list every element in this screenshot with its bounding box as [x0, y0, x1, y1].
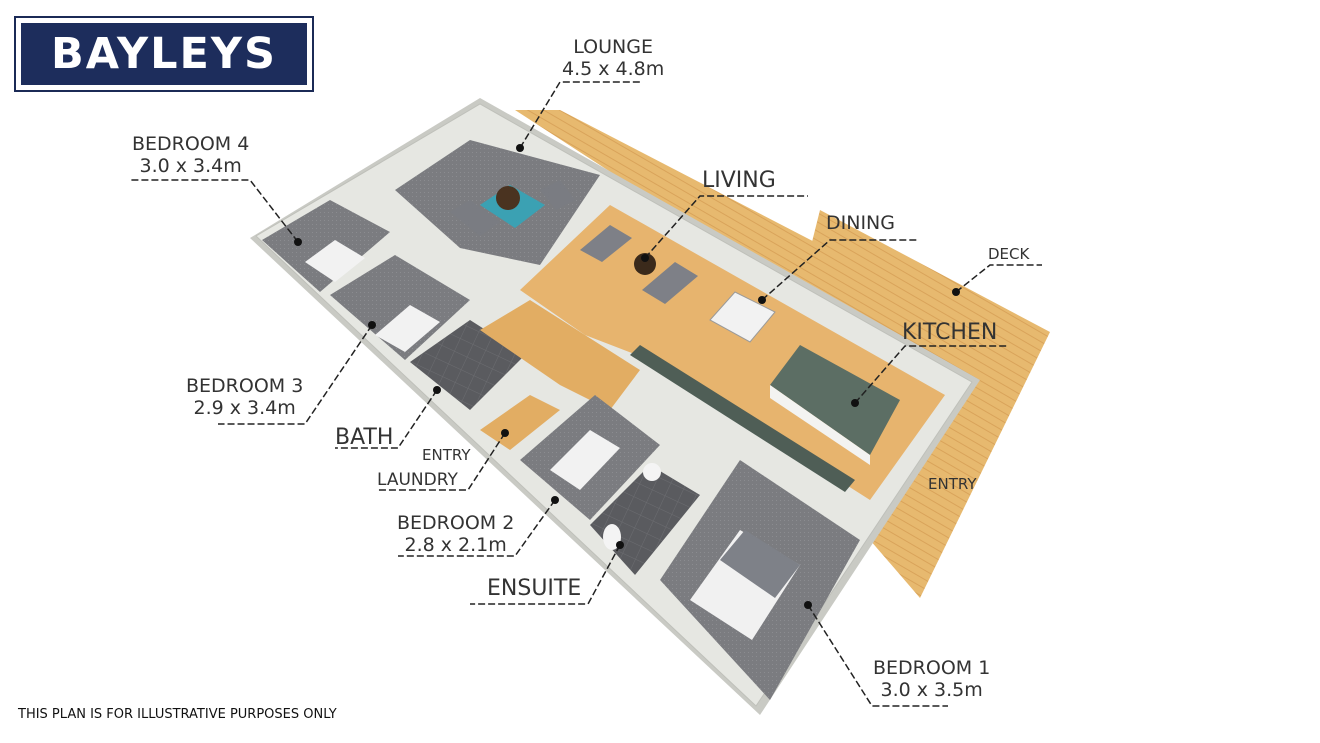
leader-lounge — [519, 81, 640, 149]
logo-panel: BAYLEYS — [21, 23, 307, 85]
bedroom-2-bed — [550, 430, 620, 490]
label-bedroom-1: BEDROOM 1 3.0 x 3.5m — [873, 657, 990, 701]
lounge-name: LOUNGE — [573, 36, 653, 58]
label-bath: BATH — [335, 425, 394, 450]
label-laundry: LAUNDRY — [377, 470, 458, 490]
bedroom-2-name: BEDROOM 2 — [397, 512, 515, 534]
label-bedroom-4: BEDROOM 4 3.0 x 3.4m — [132, 133, 249, 177]
leader-lines — [130, 81, 1042, 707]
dining-table — [709, 291, 776, 343]
bedroom-1-name: BEDROOM 1 — [873, 657, 991, 679]
leader-bedroom-1 — [807, 604, 948, 707]
leader-dining — [761, 239, 918, 301]
bedroom-4-dims: 3.0 x 3.4m — [139, 155, 242, 177]
hallway-floor — [480, 300, 640, 410]
bedroom-1-bed-cover — [720, 530, 800, 598]
label-deck: DECK — [988, 245, 1030, 263]
leader-ensuite — [470, 544, 621, 605]
label-bedroom-2: BEDROOM 2 2.8 x 2.1m — [397, 512, 514, 556]
leader-bath — [335, 389, 438, 449]
living-sofa-1 — [580, 225, 632, 262]
living-coffee-table — [634, 253, 656, 275]
disclaimer-text: THIS PLAN IS FOR ILLUSTRATIVE PURPOSES O… — [18, 707, 337, 722]
leader-laundry — [376, 432, 506, 491]
label-bedroom-3: BEDROOM 3 2.9 x 3.4m — [186, 375, 303, 419]
label-entry-left: ENTRY — [422, 446, 471, 464]
logo-text: BAYLEYS — [51, 29, 277, 79]
leader-bedroom-2 — [398, 499, 556, 557]
label-entry-right: ENTRY — [928, 475, 977, 493]
bayleys-logo: BAYLEYS — [14, 16, 314, 92]
laundry-floor — [480, 395, 560, 450]
label-ensuite: ENSUITE — [487, 576, 582, 601]
front-deck-strip — [515, 110, 830, 290]
bedroom-4-name: BEDROOM 4 — [132, 133, 250, 155]
leader-kitchen — [854, 345, 1008, 404]
leader-bedroom-4 — [130, 179, 299, 243]
bedroom-3-bed — [375, 305, 440, 352]
bedroom-3-name: BEDROOM 3 — [186, 375, 304, 397]
label-lounge: LOUNGE 4.5 x 4.8m — [562, 36, 664, 80]
bedroom-4-bed — [305, 240, 365, 282]
bedroom-1-dims: 3.0 x 3.5m — [880, 679, 983, 701]
lounge-dims: 4.5 x 4.8m — [562, 58, 665, 80]
living-sofa-2 — [642, 262, 698, 304]
deck-area — [800, 210, 1050, 598]
kitchen-island — [770, 345, 900, 455]
leader-deck — [955, 264, 1042, 293]
bath-floor — [410, 320, 525, 410]
kitchen-island-side — [770, 385, 870, 465]
bedroom-3-floor — [330, 255, 470, 360]
label-dining: DINING — [826, 212, 895, 234]
leader-dots — [294, 144, 960, 609]
label-living: LIVING — [702, 168, 776, 193]
lounge-sofa-2 — [540, 180, 575, 210]
lounge-sofa-1 — [450, 200, 500, 236]
label-kitchen: KITCHEN — [902, 320, 998, 345]
bedroom-3-dims: 2.9 x 3.4m — [193, 397, 296, 419]
lounge-coffee-table — [496, 186, 520, 210]
leader-living — [644, 195, 808, 259]
ensuite-basin — [643, 463, 661, 481]
bedroom-2-dims: 2.8 x 2.1m — [404, 534, 507, 556]
bedroom-4-floor — [262, 200, 390, 292]
kitchen-counter — [630, 345, 855, 492]
